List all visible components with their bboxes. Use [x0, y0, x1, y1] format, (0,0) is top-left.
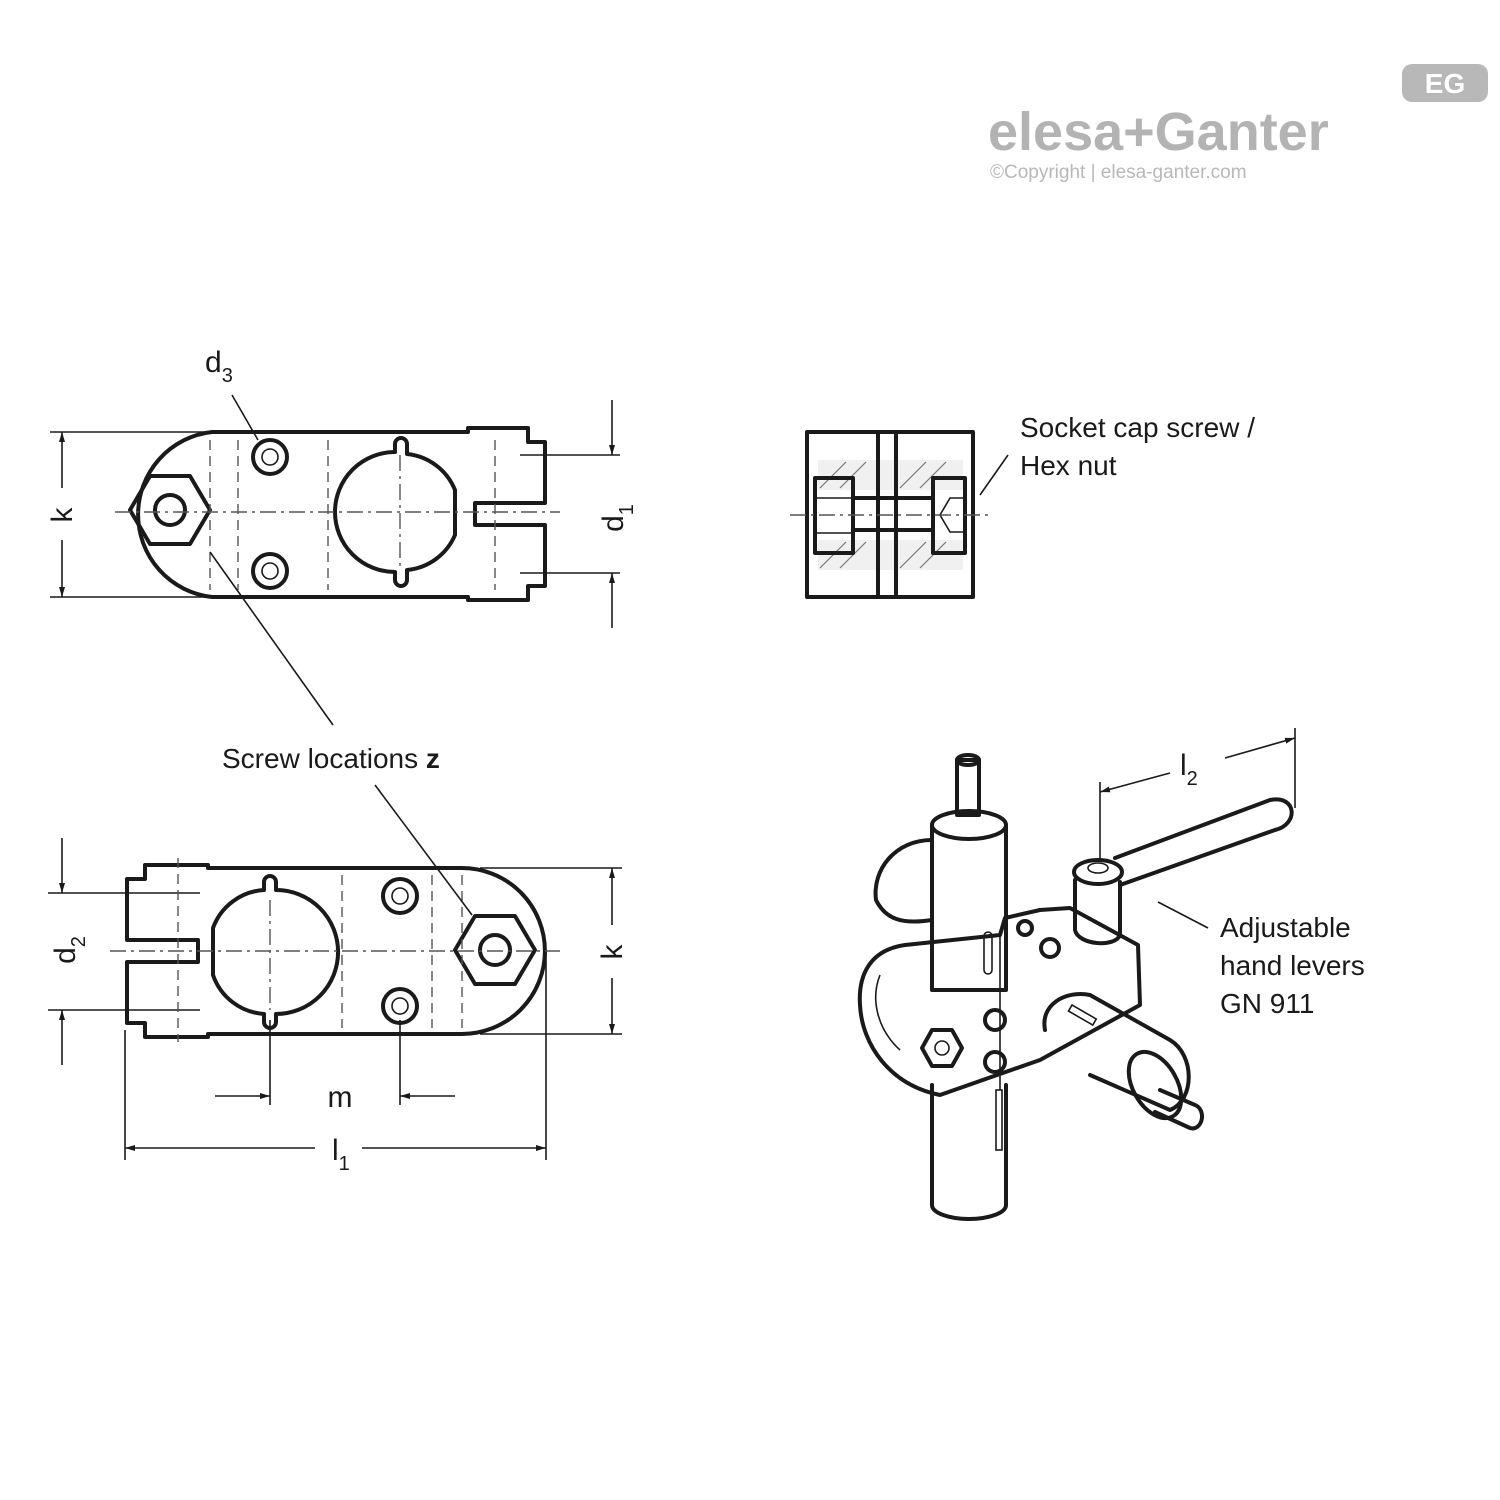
logo-brand-text: elesa+Ganter — [988, 102, 1329, 162]
screw-locations-callout: Screw locations z — [222, 743, 440, 774]
dimension-labels: d3 k d1 d2 k m l1 l2 — [46, 346, 1198, 1175]
dim-k-bottom-label: k — [596, 944, 629, 960]
logo-mark-text: EG — [1425, 68, 1465, 99]
dim-d1-label: d1 — [597, 504, 638, 532]
dim-m-label: m — [328, 1081, 353, 1114]
logo-copyright-text: ©Copyright | elesa-ganter.com — [990, 162, 1247, 183]
top-view — [50, 394, 620, 628]
levers-callout-line2: hand levers — [1220, 950, 1365, 981]
bottom-view — [48, 838, 622, 1160]
dim-d2-label: d2 — [49, 936, 90, 964]
section-view — [790, 430, 1009, 599]
dim-l1-label: l1 — [332, 1134, 350, 1175]
dim-d3-label: d3 — [205, 346, 233, 387]
elesa-ganter-logo: EG elesa+Ganter ©Copyright | elesa-gante… — [988, 64, 1488, 183]
callout-labels: Screw locations z Socket cap screw / Hex… — [222, 412, 1365, 1019]
hex-nut-callout: Hex nut — [1020, 450, 1117, 481]
levers-callout-line3: GN 911 — [1220, 988, 1314, 1019]
dim-l2-label: l2 — [1180, 749, 1198, 790]
dim-k-top-label: k — [46, 507, 79, 523]
eg-mark-icon — [1402, 64, 1488, 102]
isometric-view — [857, 728, 1296, 1221]
socket-cap-screw-callout: Socket cap screw / — [1020, 412, 1255, 443]
levers-callout-line1: Adjustable — [1220, 912, 1351, 943]
